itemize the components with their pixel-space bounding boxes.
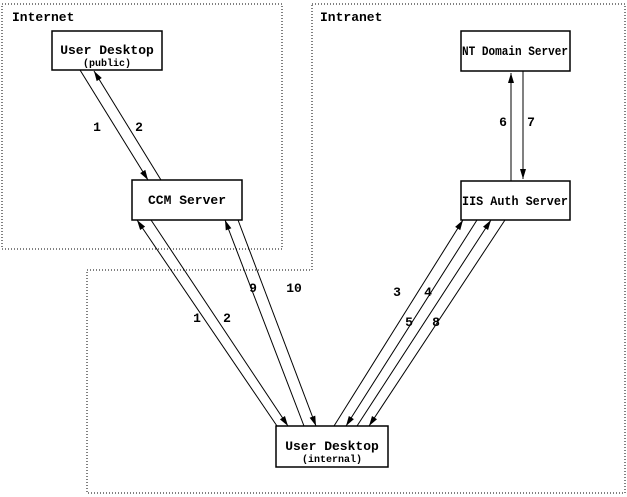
node-nt-domain-server-box [460, 30, 571, 72]
edge-internal-desktop-to-ccm-1: 1 [136, 219, 278, 427]
edge-label-5: 5 [405, 315, 413, 330]
node-user-desktop-internal: User Desktop (internal) [275, 425, 389, 468]
edge-label-4: 4 [424, 285, 432, 300]
edge-label-8: 8 [432, 315, 440, 330]
arrowhead-icon [94, 71, 102, 82]
node-user-desktop-public: User Desktop (public) [51, 30, 163, 71]
edge-label-2b: 2 [223, 311, 231, 326]
zone-internet-label: Internet [12, 10, 74, 25]
edge-label-10: 10 [286, 281, 302, 296]
arrowhead-icon [483, 220, 491, 231]
edge-label-2: 2 [135, 120, 143, 135]
edge-iis-to-internal-desktop-4: 4 [345, 219, 478, 427]
arrowhead-icon [279, 416, 288, 426]
node-nt-domain-server: NT Domain Server [460, 30, 571, 72]
node-iis-auth-server-box [460, 180, 571, 221]
arrowhead-icon [137, 220, 146, 230]
node-ccm-server-title: CCM Server [148, 193, 226, 208]
edge-label-1: 1 [93, 120, 101, 135]
edge-iis-to-nt-6: 6 [499, 73, 514, 181]
edge-internal-desktop-to-iis-5: 5 [356, 219, 492, 427]
edge-iis-to-internal-desktop-8: 8 [368, 219, 506, 427]
arrowhead-icon [309, 415, 316, 426]
node-ccm-server-box [131, 179, 243, 221]
edge-label-1b: 1 [193, 311, 201, 326]
edge-label-6: 6 [499, 115, 507, 130]
node-nt-domain-server-title: NT Domain Server [462, 44, 568, 59]
zone-intranet: Intranet [86, 3, 626, 494]
zone-internet-border [1, 3, 283, 250]
arrowhead-icon [225, 220, 232, 231]
zone-intranet-border [86, 3, 626, 494]
arrowhead-icon [508, 73, 514, 83]
edge-label-9: 9 [249, 281, 257, 296]
edge-ccm-to-internal-desktop-10: 10 [237, 219, 317, 427]
arrowhead-icon [346, 415, 354, 426]
node-user-desktop-public-subtitle: (public) [83, 58, 131, 70]
edge-ccm-to-public-desktop: 2 [93, 70, 162, 181]
edge-label-7: 7 [527, 115, 535, 130]
node-iis-auth-server-title: IIS Auth Server [462, 194, 568, 209]
edge-internal-desktop-to-iis-3: 3 [333, 219, 464, 427]
node-ccm-server: CCM Server [131, 179, 243, 221]
node-user-desktop-internal-box [275, 425, 389, 468]
edge-ccm-to-internal-desktop-2: 2 [150, 219, 289, 427]
node-user-desktop-internal-title: User Desktop [285, 439, 379, 454]
node-iis-auth-server: IIS Auth Server [460, 180, 571, 221]
node-user-desktop-public-box [51, 30, 163, 71]
edge-internal-desktop-to-ccm-9: 9 [224, 219, 305, 427]
zone-intranet-label: Intranet [320, 10, 382, 25]
edge-label-3: 3 [393, 285, 401, 300]
node-user-desktop-public-title: User Desktop [60, 43, 154, 58]
edge-public-desktop-to-ccm: 1 [79, 69, 149, 181]
node-user-desktop-internal-subtitle: (internal) [302, 454, 362, 466]
edge-nt-to-iis-7: 7 [520, 71, 535, 179]
arrowhead-icon [140, 169, 148, 180]
arrowhead-icon [520, 169, 526, 179]
zone-internet: Internet [1, 3, 283, 250]
arrowhead-icon [455, 220, 463, 231]
arrowhead-icon [369, 416, 378, 426]
